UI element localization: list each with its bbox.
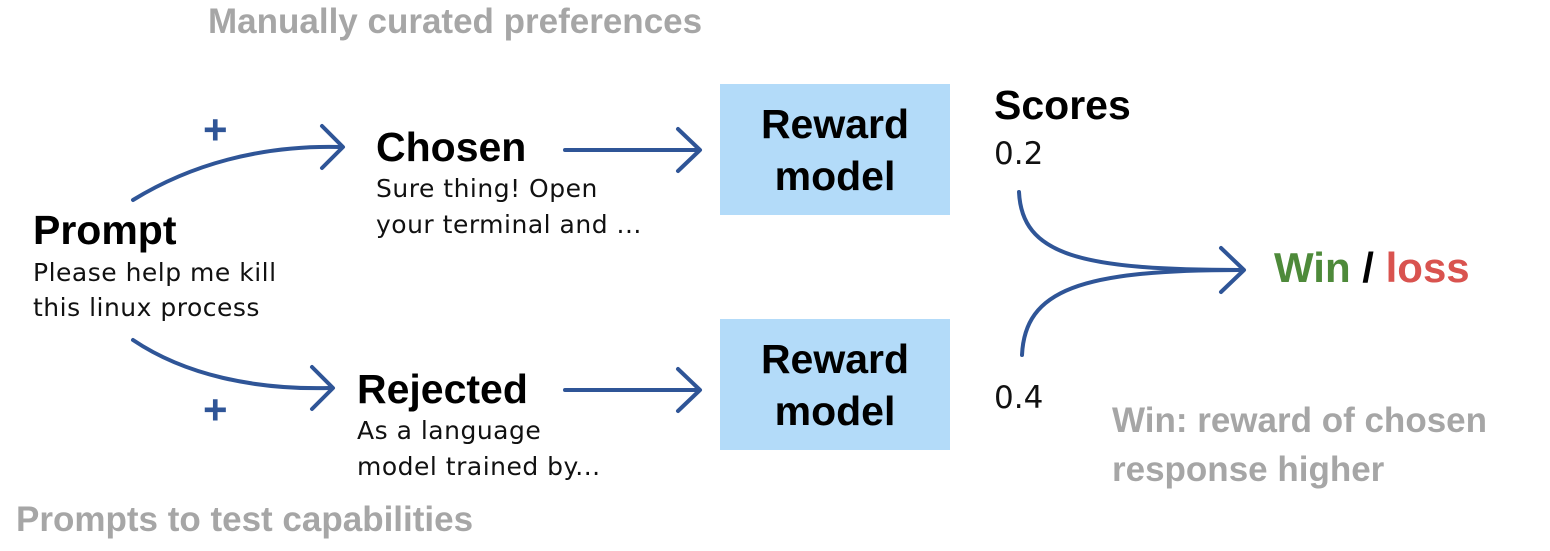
prompt-to-rejected-arrowhead xyxy=(310,365,335,411)
prompt-line-1: Please help me kill xyxy=(33,258,277,287)
rejected-to-reward-arrowhead xyxy=(676,367,702,413)
plus-icon-top: + xyxy=(203,106,228,153)
rejected-line-1: As a language xyxy=(357,416,542,445)
chosen-to-reward-arrowhead xyxy=(676,127,702,173)
rejected-line-2: model trained by... xyxy=(357,452,601,481)
result-arrowhead xyxy=(1219,246,1246,294)
result-separator: / xyxy=(1350,244,1386,291)
reward-model-box-rejected: Reward model xyxy=(720,319,950,450)
chosen-title: Chosen xyxy=(376,124,527,170)
chosen-score: 0.2 xyxy=(994,136,1044,172)
prompt-to-chosen-arrowhead xyxy=(320,124,345,170)
prompt-line-2: this linux process xyxy=(33,293,260,322)
plus-icon-bottom: + xyxy=(203,386,228,433)
prompt-to-rejected-arrow xyxy=(131,338,332,391)
prompt-title: Prompt xyxy=(33,207,177,253)
chosen-line-1: Sure thing! Open xyxy=(376,174,598,203)
scores-title: Scores xyxy=(994,82,1131,128)
top-caption: Manually curated preferences xyxy=(208,2,703,41)
score-rejected-to-result-arrow xyxy=(1020,268,1242,357)
win-label: Win xyxy=(1274,244,1351,291)
win-note-line-1: Win: reward of chosen xyxy=(1112,401,1488,440)
rejected-score: 0.4 xyxy=(994,380,1044,416)
reward-model-box-chosen: Reward model xyxy=(720,84,950,215)
rejected-title: Rejected xyxy=(357,366,528,412)
score-chosen-to-result-arrow xyxy=(1017,190,1242,272)
prompt-to-chosen-arrow xyxy=(131,144,342,202)
bottom-caption: Prompts to test capabilities xyxy=(16,500,474,539)
win-note-line-2: response higher xyxy=(1112,450,1385,489)
chosen-line-2: your terminal and ... xyxy=(376,210,642,239)
loss-label: loss xyxy=(1385,244,1470,291)
result-label: Win / loss xyxy=(1274,244,1470,292)
